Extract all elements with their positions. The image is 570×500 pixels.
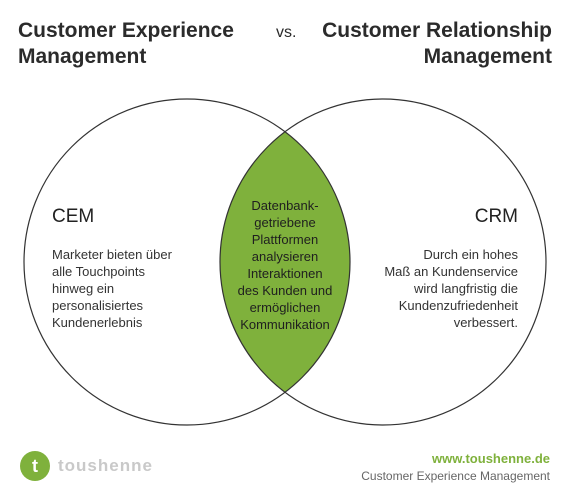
left-title-line-1: Customer Experience	[18, 19, 234, 42]
crm-circle	[219, 98, 547, 426]
right-title-line-2: Management	[423, 45, 552, 68]
left-title-line-2: Management	[18, 45, 147, 68]
logo-icon: t	[20, 451, 50, 481]
crm-text-line: Durch ein hohes	[423, 247, 518, 262]
crm-text-line: Maß an Kundenservice	[384, 264, 518, 279]
cem-description: Marketer bieten über alle Touchpoints hi…	[52, 246, 192, 331]
left-title: Customer Experience Management	[18, 18, 234, 70]
cem-text-line: hinweg ein	[52, 281, 115, 296]
crm-heading: CRM	[474, 206, 518, 227]
overlap-fill	[220, 99, 350, 425]
crm-text-line: Kundenzufriedenheit	[398, 298, 518, 313]
logo-wordmark: toushenne	[58, 456, 153, 475]
brand-logo[interactable]: t toushenne	[20, 451, 153, 481]
overlap-text-line: analysieren	[251, 249, 319, 264]
cem-text-line: personalisiertes	[52, 298, 144, 313]
right-title-line-1: Customer Relationship	[322, 19, 552, 42]
overlap-text-line: Interaktionen	[247, 266, 323, 281]
overlap-text-line: getriebene	[254, 215, 316, 230]
overlap-description: Datenbank- getriebene Plattformen analys…	[225, 197, 345, 333]
overlap-text-line: Plattformen	[251, 232, 319, 247]
overlap-text-line: ermöglichen	[249, 300, 321, 315]
crm-text-line: verbessert.	[453, 315, 518, 330]
footer-subtitle: Customer Experience Management	[361, 469, 550, 483]
crm-text-line: wird langfristig die	[413, 281, 518, 296]
overlap-text-line: Kommunikation	[240, 317, 330, 332]
footer-website-link[interactable]: www.toushenne.de	[432, 451, 550, 466]
cem-text-line: alle Touchpoints	[52, 264, 145, 279]
cem-heading: CEM	[52, 206, 95, 227]
cem-text-line: Marketer bieten über	[52, 247, 172, 262]
overlap-text-line: des Kunden und	[237, 283, 333, 298]
cem-circle	[23, 98, 351, 426]
cem-text-line: Kundenerlebnis	[52, 315, 143, 330]
crm-description: Durch ein hohes Maß an Kundenservice wir…	[358, 246, 518, 331]
vs-label: vs.	[276, 24, 297, 41]
overlap-text-line: Datenbank-	[251, 198, 319, 213]
right-title: Customer Relationship Management	[322, 18, 552, 70]
